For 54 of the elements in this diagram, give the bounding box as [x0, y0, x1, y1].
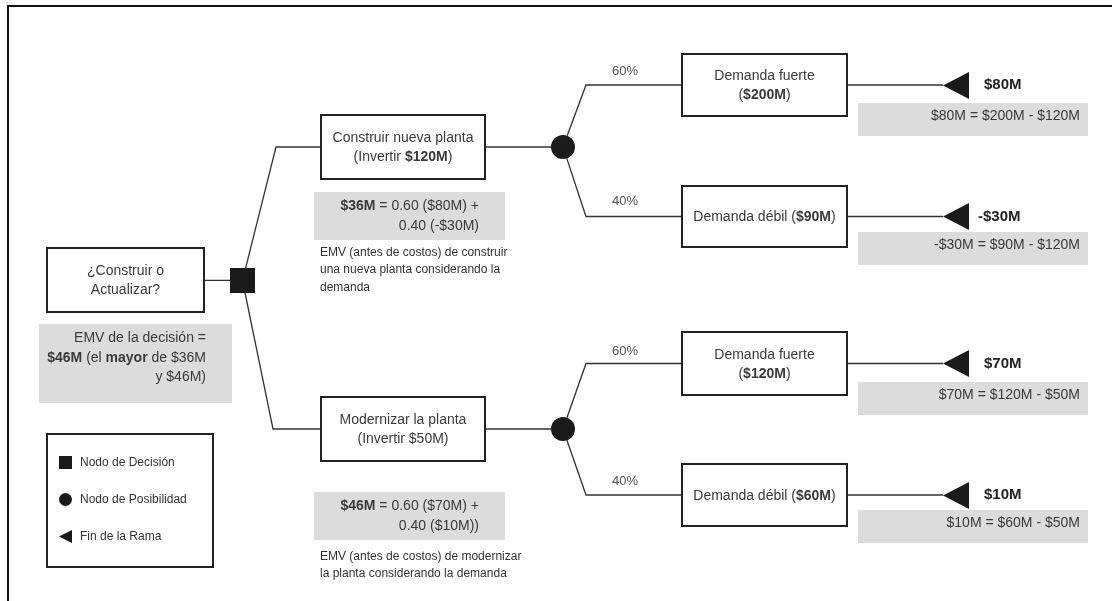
emv-calculation: -$30M = $90M - $120M — [858, 232, 1088, 265]
branch-end-marker — [943, 71, 969, 99]
option-box — [681, 53, 848, 117]
emv-calculation: $46M = 0.60 ($70M) + 0.40 ($10M)) — [314, 492, 505, 540]
option-box — [681, 331, 848, 396]
option-box — [320, 114, 486, 180]
probability-label: 40% — [612, 473, 639, 488]
branch-line — [566, 157, 682, 218]
emv-calculation: $36M = 0.60 ($80M) + 0.40 (-$30M) — [314, 192, 505, 240]
option-box — [320, 396, 486, 462]
emv-note: EMV (antes de costos) de construir una nueva planta considerando la demanda — [320, 244, 509, 296]
payoff-value: $10M — [984, 485, 1023, 504]
branch-line — [485, 146, 552, 148]
chance-node — [551, 417, 575, 441]
branch-line — [566, 84, 682, 137]
branch-line — [566, 439, 682, 496]
node-text: Demanda fuerte ($120M) — [713, 344, 816, 383]
branch-line — [847, 494, 944, 496]
branch-end-marker — [943, 203, 969, 230]
probability-label: 40% — [612, 193, 639, 208]
node-text: Construir nueva planta (Invertir $120M) — [331, 128, 475, 166]
probability-label: 60% — [612, 343, 639, 358]
legend-text: Nodo de Decisión — [80, 455, 175, 469]
branch-line — [204, 279, 231, 282]
emv-note: EMV (antes de costos) de modernizar la planta considerando la demanda — [320, 548, 523, 583]
branch-line — [566, 362, 682, 419]
branch-line — [847, 84, 944, 86]
option-box — [681, 185, 848, 248]
probability-label: 60% — [612, 63, 639, 78]
option-box — [681, 463, 848, 527]
payoff-value: $80M — [984, 75, 1023, 94]
node-text: ¿Construir o Actualizar? — [86, 261, 165, 299]
branch-end-marker — [943, 481, 969, 509]
node-text: Modernizar la planta (Invertir $50M) — [338, 410, 468, 448]
branch-end-marker — [943, 350, 969, 377]
legend-text: Nodo de Posibilidad — [80, 492, 187, 506]
node-text: Demanda débil ($90M) — [692, 207, 837, 226]
node-text: Demanda débil ($60M) — [692, 485, 837, 505]
branch-line — [245, 146, 321, 269]
branch-line — [847, 215, 944, 218]
emv-calculation: EMV de la decisión = $46M (el mayor de $36M y $46M) — [39, 324, 232, 403]
payoff-value: $70M — [984, 354, 1023, 373]
legend-text: Fin de la Rama — [80, 529, 162, 543]
payoff-value: -$30M — [978, 207, 1022, 226]
branch-line — [244, 292, 321, 430]
decision-node — [230, 268, 255, 293]
option-box — [46, 247, 205, 313]
emv-calculation: $70M = $120M - $50M — [858, 382, 1088, 415]
branch-line — [485, 428, 552, 430]
chance-node — [551, 135, 575, 159]
branch-line — [847, 362, 944, 365]
node-text: Demanda fuerte ($200M) — [713, 66, 816, 104]
emv-calculation: $80M = $200M - $120M — [858, 103, 1088, 136]
emv-calculation: $10M = $60M - $50M — [858, 510, 1088, 543]
